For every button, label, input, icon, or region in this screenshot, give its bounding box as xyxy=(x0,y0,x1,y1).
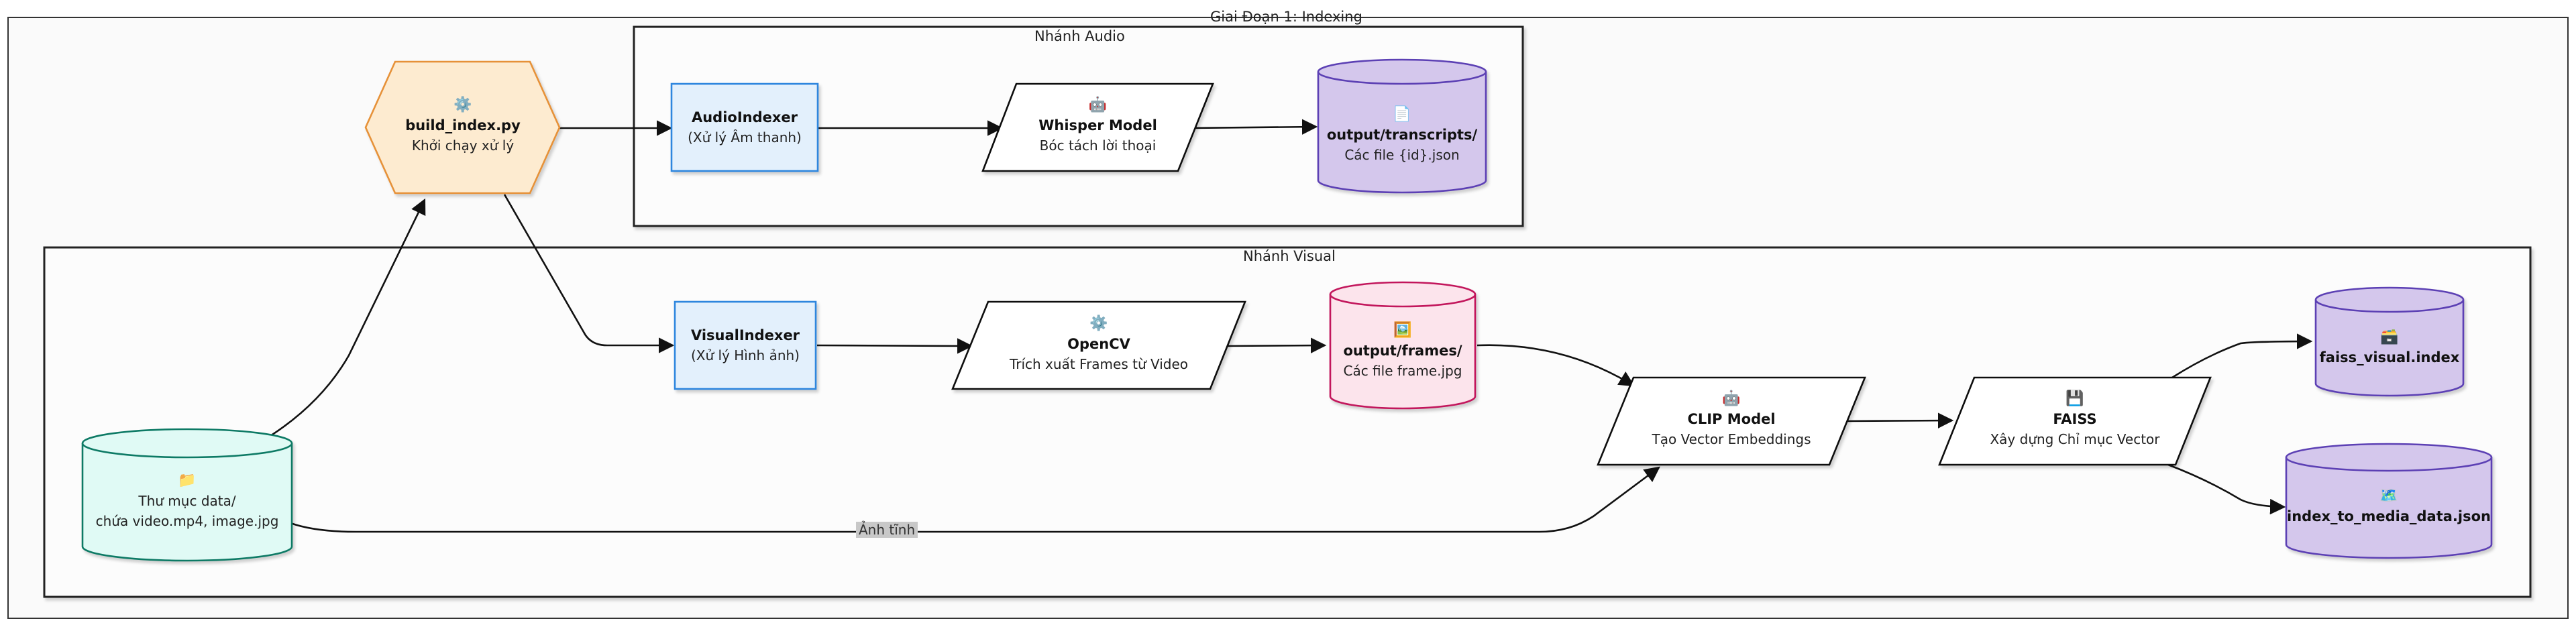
faiss-title: FAISS xyxy=(2053,411,2097,427)
data-folder-line2: chứa video.mp4, image.jpg xyxy=(95,513,279,529)
map-icon: 🗺️ xyxy=(2379,488,2398,504)
card-box-icon: 🗃️ xyxy=(2380,329,2399,345)
audioindexer-subtitle: (Xử lý Âm thanh) xyxy=(688,129,802,146)
floppy-disk-icon: 💾 xyxy=(2065,390,2084,407)
visual-group-title: Nhánh Visual xyxy=(1243,248,1336,264)
whisper-title: Whisper Model xyxy=(1038,117,1157,133)
opencv-node[interactable] xyxy=(951,300,1246,390)
audioindexer-title: AudioIndexer xyxy=(691,109,798,125)
visualindexer-node[interactable] xyxy=(674,300,817,390)
transcripts-title: output/transcripts/ xyxy=(1326,127,1478,143)
transcripts-subtitle: Các file {id}.json xyxy=(1344,147,1460,163)
edge-visualindexer-to-opencv xyxy=(816,338,973,354)
build-index-subtitle: Khởi chạy xử lý xyxy=(411,137,515,154)
frames-title: output/frames/ xyxy=(1343,343,1462,359)
build-index-node[interactable] xyxy=(364,60,561,194)
faiss-node[interactable] xyxy=(1938,376,2212,466)
transcripts-db-node[interactable] xyxy=(1317,58,1487,194)
media-json-title: index_to_media_data.json xyxy=(2287,508,2491,524)
edge-clip-to-faiss xyxy=(1843,412,1954,429)
data-folder-line1: Thư mục data/ xyxy=(138,493,236,509)
opencv-title: OpenCV xyxy=(1067,336,1130,352)
clip-subtitle: Tạo Vector Embeddings xyxy=(1652,431,1811,447)
edge-frames-to-clip xyxy=(1477,344,1635,387)
audioindexer-node[interactable] xyxy=(670,82,819,172)
opencv-subtitle: Trích xuất Frames từ Video xyxy=(1009,356,1189,372)
media-json-db-node[interactable] xyxy=(2285,443,2493,559)
whisper-model-node[interactable] xyxy=(981,82,1214,172)
frames-db-node[interactable] xyxy=(1329,281,1477,410)
document-icon: 📄 xyxy=(1393,106,1411,123)
robot-icon: 🤖 xyxy=(1088,97,1108,113)
audio-group-title: Nhánh Audio xyxy=(1034,28,1125,44)
clip-model-node[interactable] xyxy=(1597,376,1866,466)
gear-icon: ⚙️ xyxy=(1089,315,1108,332)
edge-faiss-to-mediajson xyxy=(2167,463,2286,515)
stage-group-title: Giai Đoạn 1: Indexing xyxy=(1210,9,1362,25)
edge-data-to-clip xyxy=(290,466,1660,533)
edge-data-to-build xyxy=(270,198,426,437)
visualindexer-title: VisualIndexer xyxy=(690,327,800,343)
image-icon: 🖼️ xyxy=(1393,322,1412,339)
edge-opencv-to-frames xyxy=(1223,337,1327,353)
clip-title: CLIP Model xyxy=(1687,411,1776,427)
faiss-index-title: faiss_visual.index xyxy=(2319,349,2460,365)
robot-icon: 🤖 xyxy=(1722,390,1741,407)
faiss-subtitle: Xây dựng Chỉ mục Vector xyxy=(1990,431,2160,447)
folder-icon: 📁 xyxy=(178,472,197,489)
faiss-index-db-node[interactable] xyxy=(2314,286,2465,397)
gear-icon: ⚙️ xyxy=(453,97,472,113)
build-index-title: build_index.py xyxy=(405,117,521,133)
whisper-subtitle: Bóc tách lời thoại xyxy=(1039,137,1157,154)
visualindexer-subtitle: (Xử lý Hình ảnh) xyxy=(690,347,800,363)
edge-label-static-image: Ảnh tĩnh xyxy=(856,522,918,538)
frames-subtitle: Các file frame.jpg xyxy=(1343,363,1462,379)
edge-build-to-visualindexer xyxy=(503,194,675,353)
data-folder-db-node[interactable] xyxy=(81,428,293,562)
edge-faiss-to-index xyxy=(2171,333,2313,379)
edge-whisper-to-transcripts xyxy=(1191,119,1318,135)
